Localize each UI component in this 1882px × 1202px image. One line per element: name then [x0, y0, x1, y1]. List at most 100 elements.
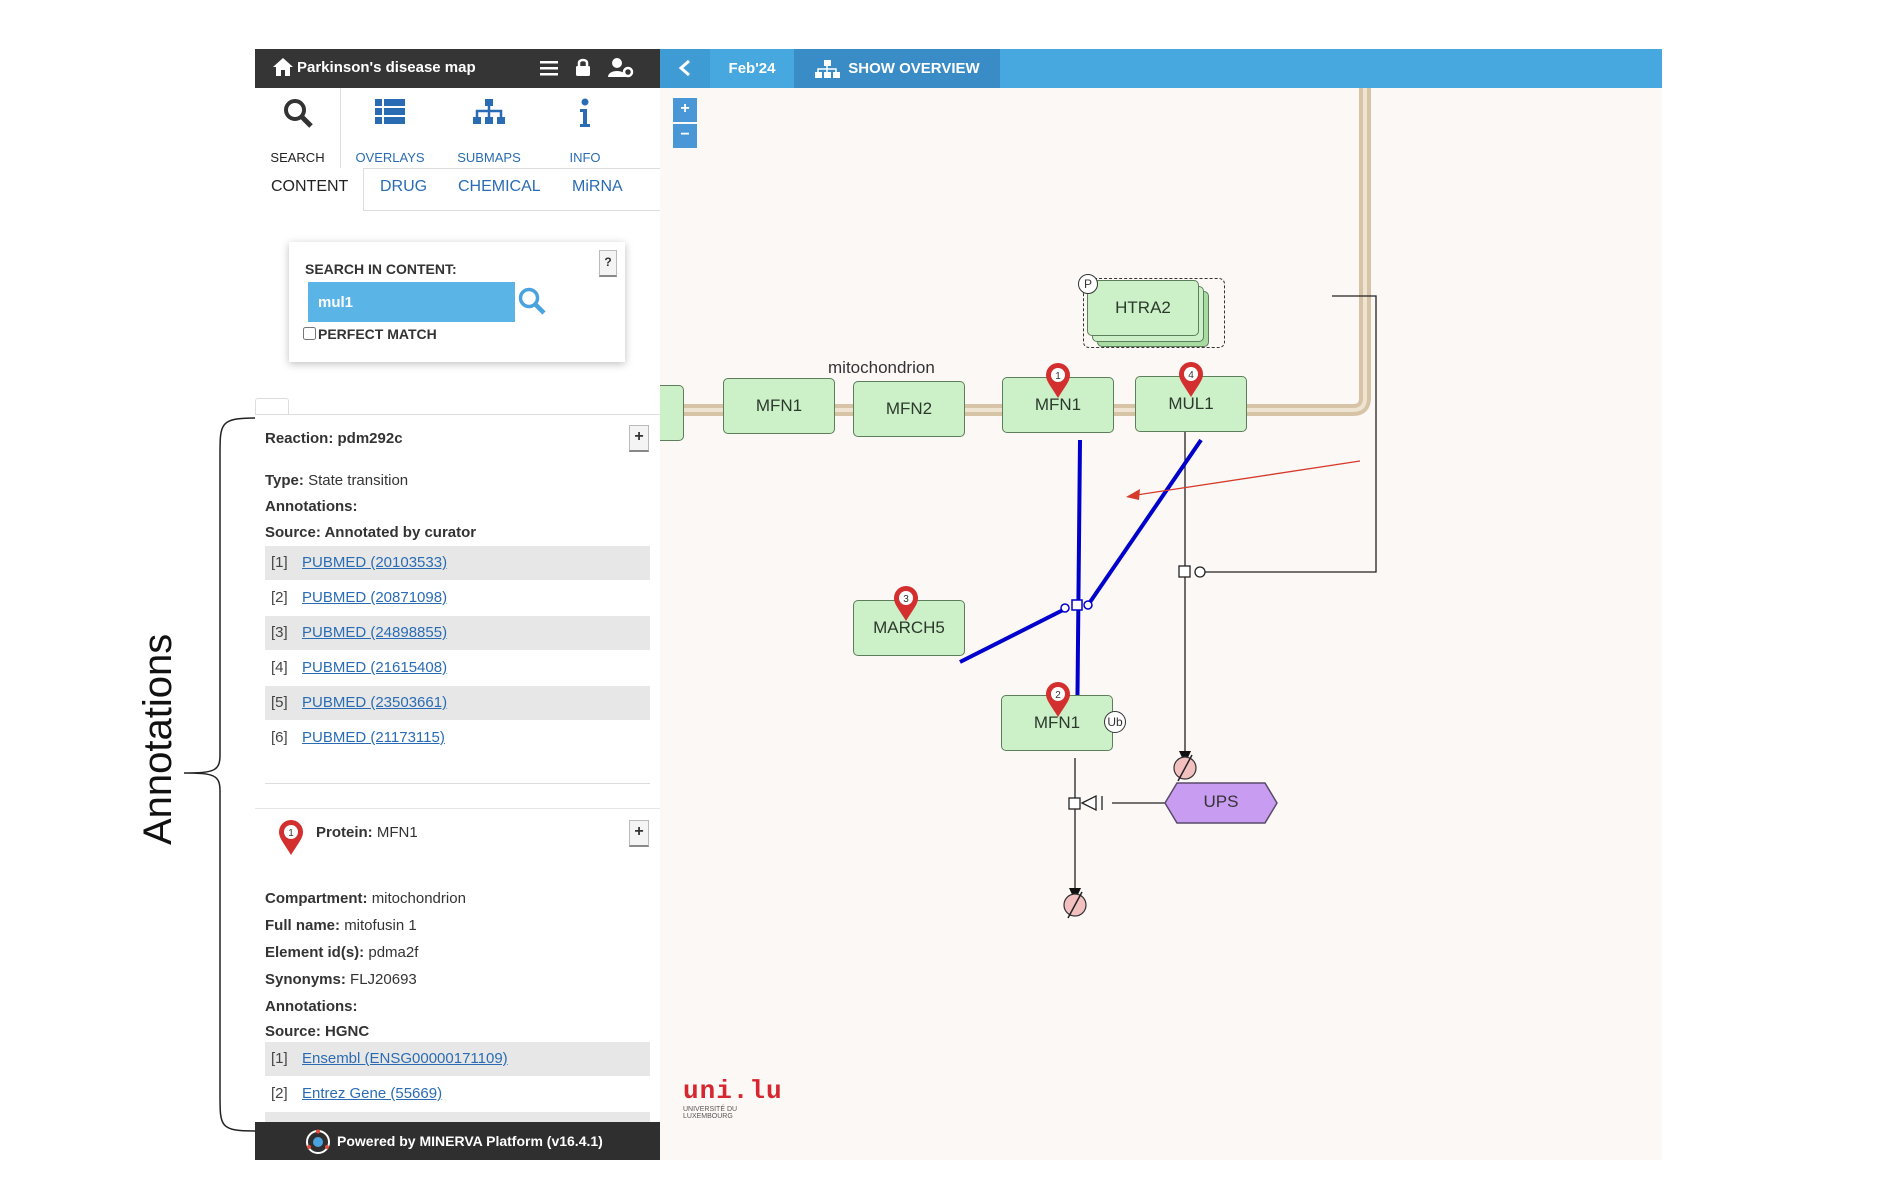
mfn1-node-highlighted[interactable]: MFN1	[1002, 377, 1114, 433]
ref-index: [2]	[271, 589, 288, 606]
htra2-node[interactable]: HTRA2	[1087, 280, 1199, 336]
ref-index: [5]	[271, 694, 288, 711]
partial-node[interactable]	[660, 385, 684, 441]
show-overview-button[interactable]: SHOW OVERVIEW	[794, 49, 1000, 88]
reaction-ref-row: [5] PUBMED (23503661)	[265, 686, 650, 720]
entrez-link[interactable]: Entrez Gene (55669)	[302, 1085, 443, 1102]
tab-divider	[340, 88, 341, 168]
ref-index: [6]	[271, 729, 288, 746]
tab-overlays[interactable]: OVERLAYS	[345, 98, 435, 165]
compartment-value: mitochondrion	[371, 890, 466, 907]
marker-number: 4	[1188, 370, 1194, 381]
reaction-source: Source: Annotated by curator	[265, 524, 477, 541]
tab-search[interactable]: SEARCH	[255, 98, 340, 178]
phospho-site: P	[1078, 274, 1098, 294]
protein-source: Source: HGNC	[265, 1023, 370, 1040]
elementid-label: Element id(s):	[265, 944, 365, 961]
subtab-content[interactable]	[255, 168, 364, 210]
tab-submaps[interactable]: SUBMAPS	[444, 98, 534, 165]
mfn2-node[interactable]: MFN2	[853, 381, 965, 437]
ref-index: [4]	[271, 659, 288, 676]
version-tab[interactable]: Feb'24	[712, 49, 792, 88]
mfn1-ubiquitinated-node[interactable]: MFN1	[1001, 695, 1113, 751]
protein-annotations-label: Annotations:	[265, 998, 358, 1015]
protein-marker-number: 1	[288, 828, 294, 839]
map-marker-icon[interactable]: 3	[893, 586, 919, 622]
highlight-edge	[959, 607, 1066, 664]
pubmed-link[interactable]: PUBMED (23503661)	[302, 694, 448, 711]
footer-text: Powered by MINERVA Platform (v16.4.1)	[337, 1133, 603, 1149]
map-canvas[interactable]: + − mitochondrion HTRA2 P MFN1 MFN2 MFN1…	[660, 88, 1662, 1160]
zoom-out-button[interactable]: −	[673, 124, 697, 148]
map-header: Feb'24 SHOW OVERVIEW	[660, 49, 1662, 88]
pubmed-link[interactable]: PUBMED (24898855)	[302, 624, 448, 641]
zoom-in-button[interactable]: +	[673, 98, 697, 122]
app-header: Parkinson's disease map	[255, 49, 660, 88]
tab-info-label: INFO	[569, 150, 601, 165]
pubmed-link[interactable]: PUBMED (21173115)	[302, 729, 445, 746]
footer: Powered by MINERVA Platform (v16.4.1)	[255, 1122, 660, 1160]
subtab-drug[interactable]: DRUG	[380, 178, 428, 195]
minerva-logo-icon	[306, 1129, 330, 1154]
home-icon[interactable]	[272, 57, 294, 77]
results-tab-handle[interactable]	[255, 398, 289, 415]
user-settings-icon[interactable]	[608, 57, 634, 79]
red-arrow	[1129, 460, 1361, 497]
reaction-ref-row: [6] PUBMED (21173115)	[265, 721, 650, 755]
highlight-edge	[1075, 439, 1082, 745]
ups-label: UPS	[1203, 792, 1239, 811]
compartment-label: Compartment:	[265, 890, 368, 907]
subtab-content-label[interactable]: CONTENT	[271, 178, 349, 195]
perfect-match-checkbox[interactable]	[303, 327, 316, 340]
pubmed-link[interactable]: PUBMED (20871098)	[302, 589, 448, 606]
reaction-ref-row: [2] PUBMED (20871098)	[265, 581, 650, 615]
app-title[interactable]: Parkinson's disease map	[297, 59, 476, 76]
ref-index: [1]	[271, 554, 288, 571]
subtab-mirna[interactable]: MiRNA	[572, 178, 623, 195]
ref-index: [2]	[271, 1085, 288, 1102]
map-marker-icon[interactable]: 2	[1045, 682, 1071, 718]
highlight-edge	[1086, 438, 1203, 607]
marker-number: 1	[1055, 371, 1061, 382]
marker-number: 2	[1055, 690, 1061, 701]
lock-icon[interactable]	[575, 57, 591, 77]
protein-title-label: Protein:	[316, 824, 373, 841]
htra2-catalysis-edge	[1197, 295, 1377, 573]
map-diagram	[660, 88, 1377, 919]
sitemap-icon	[815, 60, 841, 79]
mfn1-node[interactable]: MFN1	[723, 378, 835, 434]
ubiquitin-site: Ub	[1104, 711, 1126, 733]
subtab-chemical[interactable]: CHEMICAL	[458, 178, 541, 195]
htra2-shadow	[1083, 278, 1225, 348]
reaction-expand-button[interactable]: +	[629, 425, 649, 452]
reaction-title-label: Reaction:	[265, 430, 334, 447]
logo-text: uni.lu	[683, 1076, 783, 1106]
map-marker-icon[interactable]: 1	[1045, 363, 1071, 399]
hamburger-menu-icon[interactable]	[540, 60, 558, 76]
protein-title-value: MFN1	[376, 824, 418, 841]
protein-expand-button[interactable]: +	[629, 820, 649, 847]
reaction-ref-row: [3]PUBMED (24898855)	[265, 616, 650, 650]
reaction-type-label: Type:	[265, 472, 304, 489]
pubmed-link[interactable]: PUBMED (20103533)	[302, 554, 448, 571]
pubmed-link[interactable]: PUBMED (21615408)	[302, 659, 448, 676]
map-marker-icon[interactable]: 4	[1178, 362, 1204, 398]
back-button[interactable]	[660, 49, 710, 88]
search-icon[interactable]	[517, 286, 547, 316]
section-divider	[265, 783, 650, 784]
help-button[interactable]: ?	[599, 250, 617, 277]
tab-submaps-label: SUBMAPS	[457, 150, 521, 165]
reaction-title-value: pdm292c	[337, 430, 403, 447]
search-input[interactable]	[308, 282, 515, 322]
search-icon	[283, 99, 313, 128]
reaction-annotations-label: Annotations:	[265, 498, 358, 515]
ensembl-link[interactable]: Ensembl (ENSG00000171109)	[302, 1050, 508, 1067]
ups-node[interactable]	[1163, 781, 1279, 825]
subtab-underline	[363, 210, 660, 211]
search-panel: SEARCH IN CONTENT: ? PERFECT MATCH	[289, 242, 625, 362]
perfect-match-label: PERFECT MATCH	[318, 326, 437, 342]
tab-info[interactable]: INFO	[540, 98, 630, 165]
compartment-border	[660, 88, 1371, 416]
logo-subtitle-1: UNIVERSITÉ DU	[683, 1106, 738, 1113]
elementid-value: pdma2f	[368, 944, 419, 961]
